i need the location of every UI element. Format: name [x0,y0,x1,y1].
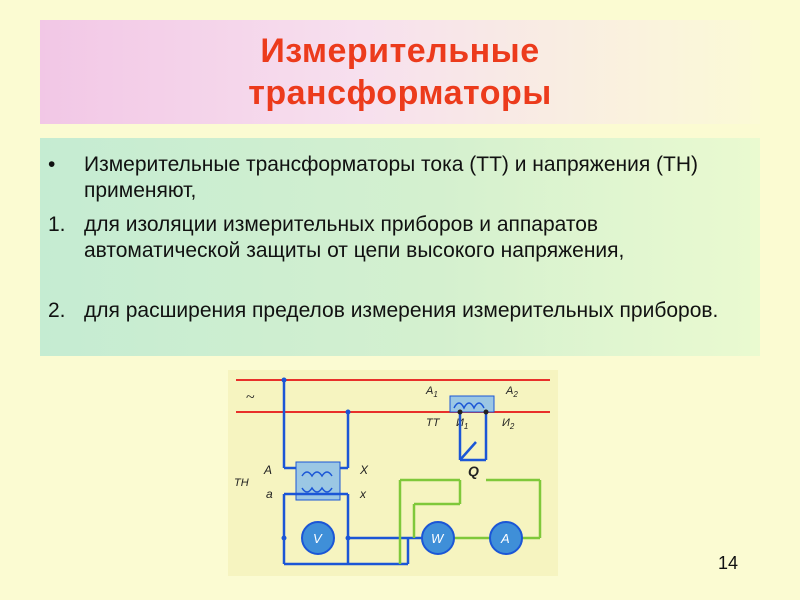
number-marker: 1. [48,213,66,236]
ac-symbol-label: ~ [246,389,255,406]
th-terminal-a-label: a [266,487,273,501]
circuit-diagram: ~ TH A a X x V A1 A2 TT И1 И2 [228,370,558,576]
page-number: 14 [718,553,739,573]
slide-title-line-2: трансформаторы [248,74,552,112]
circuit-svg: ~ TH A a X x V A1 A2 TT И1 И2 [234,377,550,566]
list-item-text: для расширения пределов измерения измери… [84,299,719,322]
th-terminal-x-label: x [359,487,367,501]
voltmeter-label: V [313,531,323,546]
junction-dot [345,409,351,415]
junction-dot [457,409,463,415]
junction-dot [345,535,351,541]
wattmeter-label: W [431,531,445,546]
switch-q-label: Q [468,463,479,479]
voltmeter [301,521,335,555]
th-secondary-coil [301,486,333,493]
wattmeter [421,521,455,555]
junction-dot [281,377,287,383]
bullet-marker: • [48,153,56,176]
th-primary-coil [301,471,333,478]
number-marker: 2. [48,299,66,322]
junction-dot [483,409,489,415]
list-item-text: для изоляции измерительных приборов и ап… [84,213,625,262]
th-terminal-A-label: A [263,463,272,477]
tt-terminal-i1-label: И1 [456,417,468,431]
th-label: TH [234,477,249,489]
switch-q-blade [459,441,477,461]
tt-label: TT [426,417,441,429]
ammeter-label: A [500,531,510,546]
junction-dot [281,535,287,541]
list-item-text: Измерительные трансформаторы тока (ТТ) и… [84,153,699,202]
th-terminal-X-label: X [359,463,369,477]
title-band: Измерительные трансформаторы [40,20,760,124]
tt-terminal-a1-label: A1 [425,385,438,399]
slide-title-line-1: Измерительные [260,32,540,70]
content-box: • Измерительные трансформаторы тока (ТТ)… [40,138,760,356]
ammeter [489,521,523,555]
tt-coil [453,402,485,410]
tt-terminal-i2-label: И2 [502,417,515,431]
tt-terminal-a2-label: A2 [505,385,518,399]
